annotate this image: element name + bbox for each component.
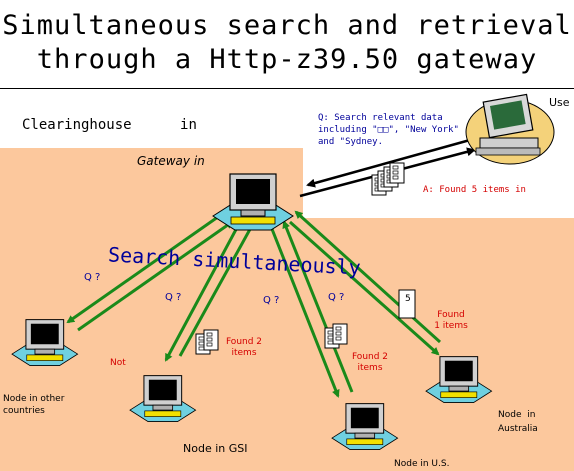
au-doc-icon <box>398 289 416 319</box>
result-docs-icon <box>371 162 405 196</box>
q-label-au: Q ? <box>328 292 345 303</box>
arrow-to-gsi <box>164 221 242 362</box>
node-other-label: Node in other countries <box>3 394 65 416</box>
found-au-label: Found 1 items <box>434 310 468 331</box>
node-us-label: Node in U.S. <box>394 459 450 469</box>
doc-count-label: 5 <box>405 294 411 304</box>
arrow-from-other <box>77 220 234 332</box>
node-us-computer-icon <box>331 403 399 451</box>
q-label-us: Q ? <box>263 295 280 306</box>
node-au-computer-icon <box>425 356 493 404</box>
clearinghouse-label: Clearinghouse <box>22 117 132 133</box>
us-docs-icon <box>324 323 348 349</box>
gateway-label: Gateway in <box>137 154 205 168</box>
user-label: Use <box>549 96 570 109</box>
gateway-computer-icon <box>212 173 294 231</box>
user-computer-icon <box>465 93 555 165</box>
query-arrow <box>306 138 471 188</box>
q-label-other: Q ? <box>84 272 101 283</box>
arrow-to-au <box>289 220 440 356</box>
node-au-label-b: Australia <box>498 424 538 434</box>
gsi-docs-icon <box>195 329 219 355</box>
arrow-from-au <box>294 210 442 344</box>
not-label: Not <box>110 358 126 368</box>
answer-text: A: Found 5 items in <box>423 185 526 195</box>
query-text: Q: Search relevant data including "□□", … <box>318 113 459 147</box>
arrow-from-gsi <box>178 220 256 357</box>
node-other-computer-icon <box>11 319 79 367</box>
title-line-1: Simultaneous search and retrieval <box>2 10 572 41</box>
found-us-label: Found 2 items <box>351 352 389 373</box>
node-gsi-label: Node in GSI <box>183 442 248 455</box>
node-gsi-computer-icon <box>129 375 197 423</box>
clearinghouse-in-label: in <box>180 117 197 133</box>
title-banner: Simultaneous search and retrieval throug… <box>0 0 574 89</box>
found-gsi-label: Found 2 items <box>225 337 263 358</box>
arrow-from-us <box>282 220 354 393</box>
title-line-2: through a Http-z39.50 gateway <box>36 44 538 75</box>
arrow-to-other <box>66 210 226 324</box>
q-label-gsi: Q ? <box>165 292 182 303</box>
node-au-label-a: Node in <box>498 410 536 420</box>
arrow-to-us <box>268 223 340 398</box>
